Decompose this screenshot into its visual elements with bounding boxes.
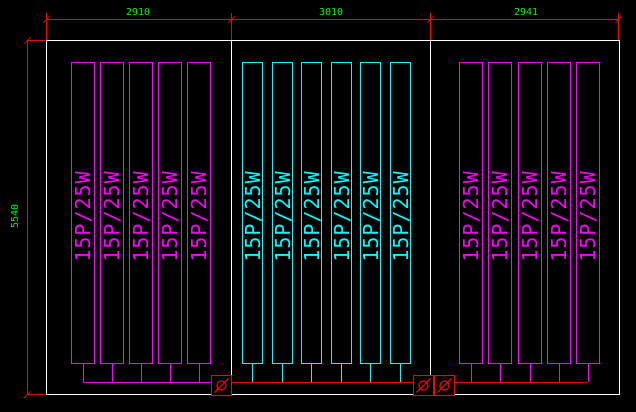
diameter-icon bbox=[437, 378, 452, 393]
dimension-extension bbox=[618, 13, 619, 40]
collector-rect: 15P/25W bbox=[329, 62, 354, 364]
collector-stub bbox=[112, 363, 113, 382]
collector-rect: 15P/25W bbox=[547, 62, 571, 364]
collector-label: 15P/25W bbox=[240, 170, 265, 262]
collector-stub bbox=[588, 363, 589, 382]
dimension-extension bbox=[430, 13, 431, 40]
collector-label: 15P/25W bbox=[71, 170, 95, 262]
bus-line bbox=[232, 382, 413, 383]
collector-rect: 15P/25W bbox=[158, 62, 182, 364]
collector-label: 15P/25W bbox=[388, 170, 413, 262]
collector-stub bbox=[500, 363, 501, 382]
collector-stub bbox=[530, 363, 531, 382]
junction-box bbox=[413, 375, 434, 396]
collector-rect: 15P/25W bbox=[576, 62, 600, 364]
panel-divider-1 bbox=[231, 40, 232, 395]
collector-stub bbox=[282, 363, 283, 382]
collector-manifold bbox=[83, 382, 211, 383]
collector-label: 15P/25W bbox=[158, 170, 182, 262]
collector-stub bbox=[559, 363, 560, 382]
dimension-label-width-2: 3010 bbox=[318, 7, 344, 18]
diameter-icon bbox=[214, 378, 229, 393]
collector-label: 15P/25W bbox=[547, 170, 571, 262]
collector-stub bbox=[83, 363, 84, 382]
collector-label: 15P/25W bbox=[329, 170, 354, 262]
collector-rect: 15P/25W bbox=[388, 62, 413, 364]
collector-label: 15P/25W bbox=[299, 170, 324, 262]
collector-label: 15P/25W bbox=[518, 170, 542, 262]
dimension-extension bbox=[27, 40, 47, 41]
bus-line bbox=[455, 382, 588, 383]
top-dimension-line bbox=[46, 19, 619, 20]
collector-label: 15P/25W bbox=[100, 170, 124, 262]
collector-stub bbox=[400, 363, 401, 382]
collector-stub bbox=[471, 363, 472, 382]
collector-rect: 15P/25W bbox=[240, 62, 265, 364]
collector-rect: 15P/25W bbox=[459, 62, 483, 364]
collector-label: 15P/25W bbox=[358, 170, 383, 262]
collector-rect: 15P/25W bbox=[299, 62, 324, 364]
dimension-label-width-3: 2941 bbox=[513, 7, 539, 18]
junction-box bbox=[211, 375, 232, 396]
collector-stub bbox=[252, 363, 253, 382]
collector-label: 15P/25W bbox=[129, 170, 153, 262]
collector-label: 15P/25W bbox=[270, 170, 295, 262]
collector-rect: 15P/25W bbox=[358, 62, 383, 364]
collector-rect: 15P/25W bbox=[270, 62, 295, 364]
diameter-icon bbox=[416, 378, 431, 393]
panel-divider-2 bbox=[430, 40, 431, 395]
collector-label: 15P/25W bbox=[459, 170, 483, 262]
collector-label: 15P/25W bbox=[187, 170, 211, 262]
dimension-extension bbox=[46, 13, 47, 40]
collector-stub bbox=[311, 363, 312, 382]
panel-outline bbox=[46, 40, 620, 395]
collector-rect: 15P/25W bbox=[100, 62, 124, 364]
collector-rect: 15P/25W bbox=[71, 62, 95, 364]
collector-stub bbox=[341, 363, 342, 382]
dimension-label-height: 5540 bbox=[10, 203, 21, 229]
dimension-extension bbox=[27, 394, 47, 395]
collector-stub bbox=[370, 363, 371, 382]
collector-rect: 15P/25W bbox=[518, 62, 542, 364]
collector-rect: 15P/25W bbox=[488, 62, 512, 364]
junction-box bbox=[434, 375, 455, 396]
dimension-extension bbox=[231, 13, 232, 40]
collector-label: 15P/25W bbox=[576, 170, 600, 262]
left-dimension-line bbox=[27, 40, 28, 395]
collector-rect: 15P/25W bbox=[187, 62, 211, 364]
collector-rect: 15P/25W bbox=[129, 62, 153, 364]
collector-label: 15P/25W bbox=[488, 170, 512, 262]
collector-stub bbox=[170, 363, 171, 382]
collector-stub bbox=[141, 363, 142, 382]
dimension-label-width-1: 2910 bbox=[125, 7, 151, 18]
collector-stub bbox=[199, 363, 200, 382]
